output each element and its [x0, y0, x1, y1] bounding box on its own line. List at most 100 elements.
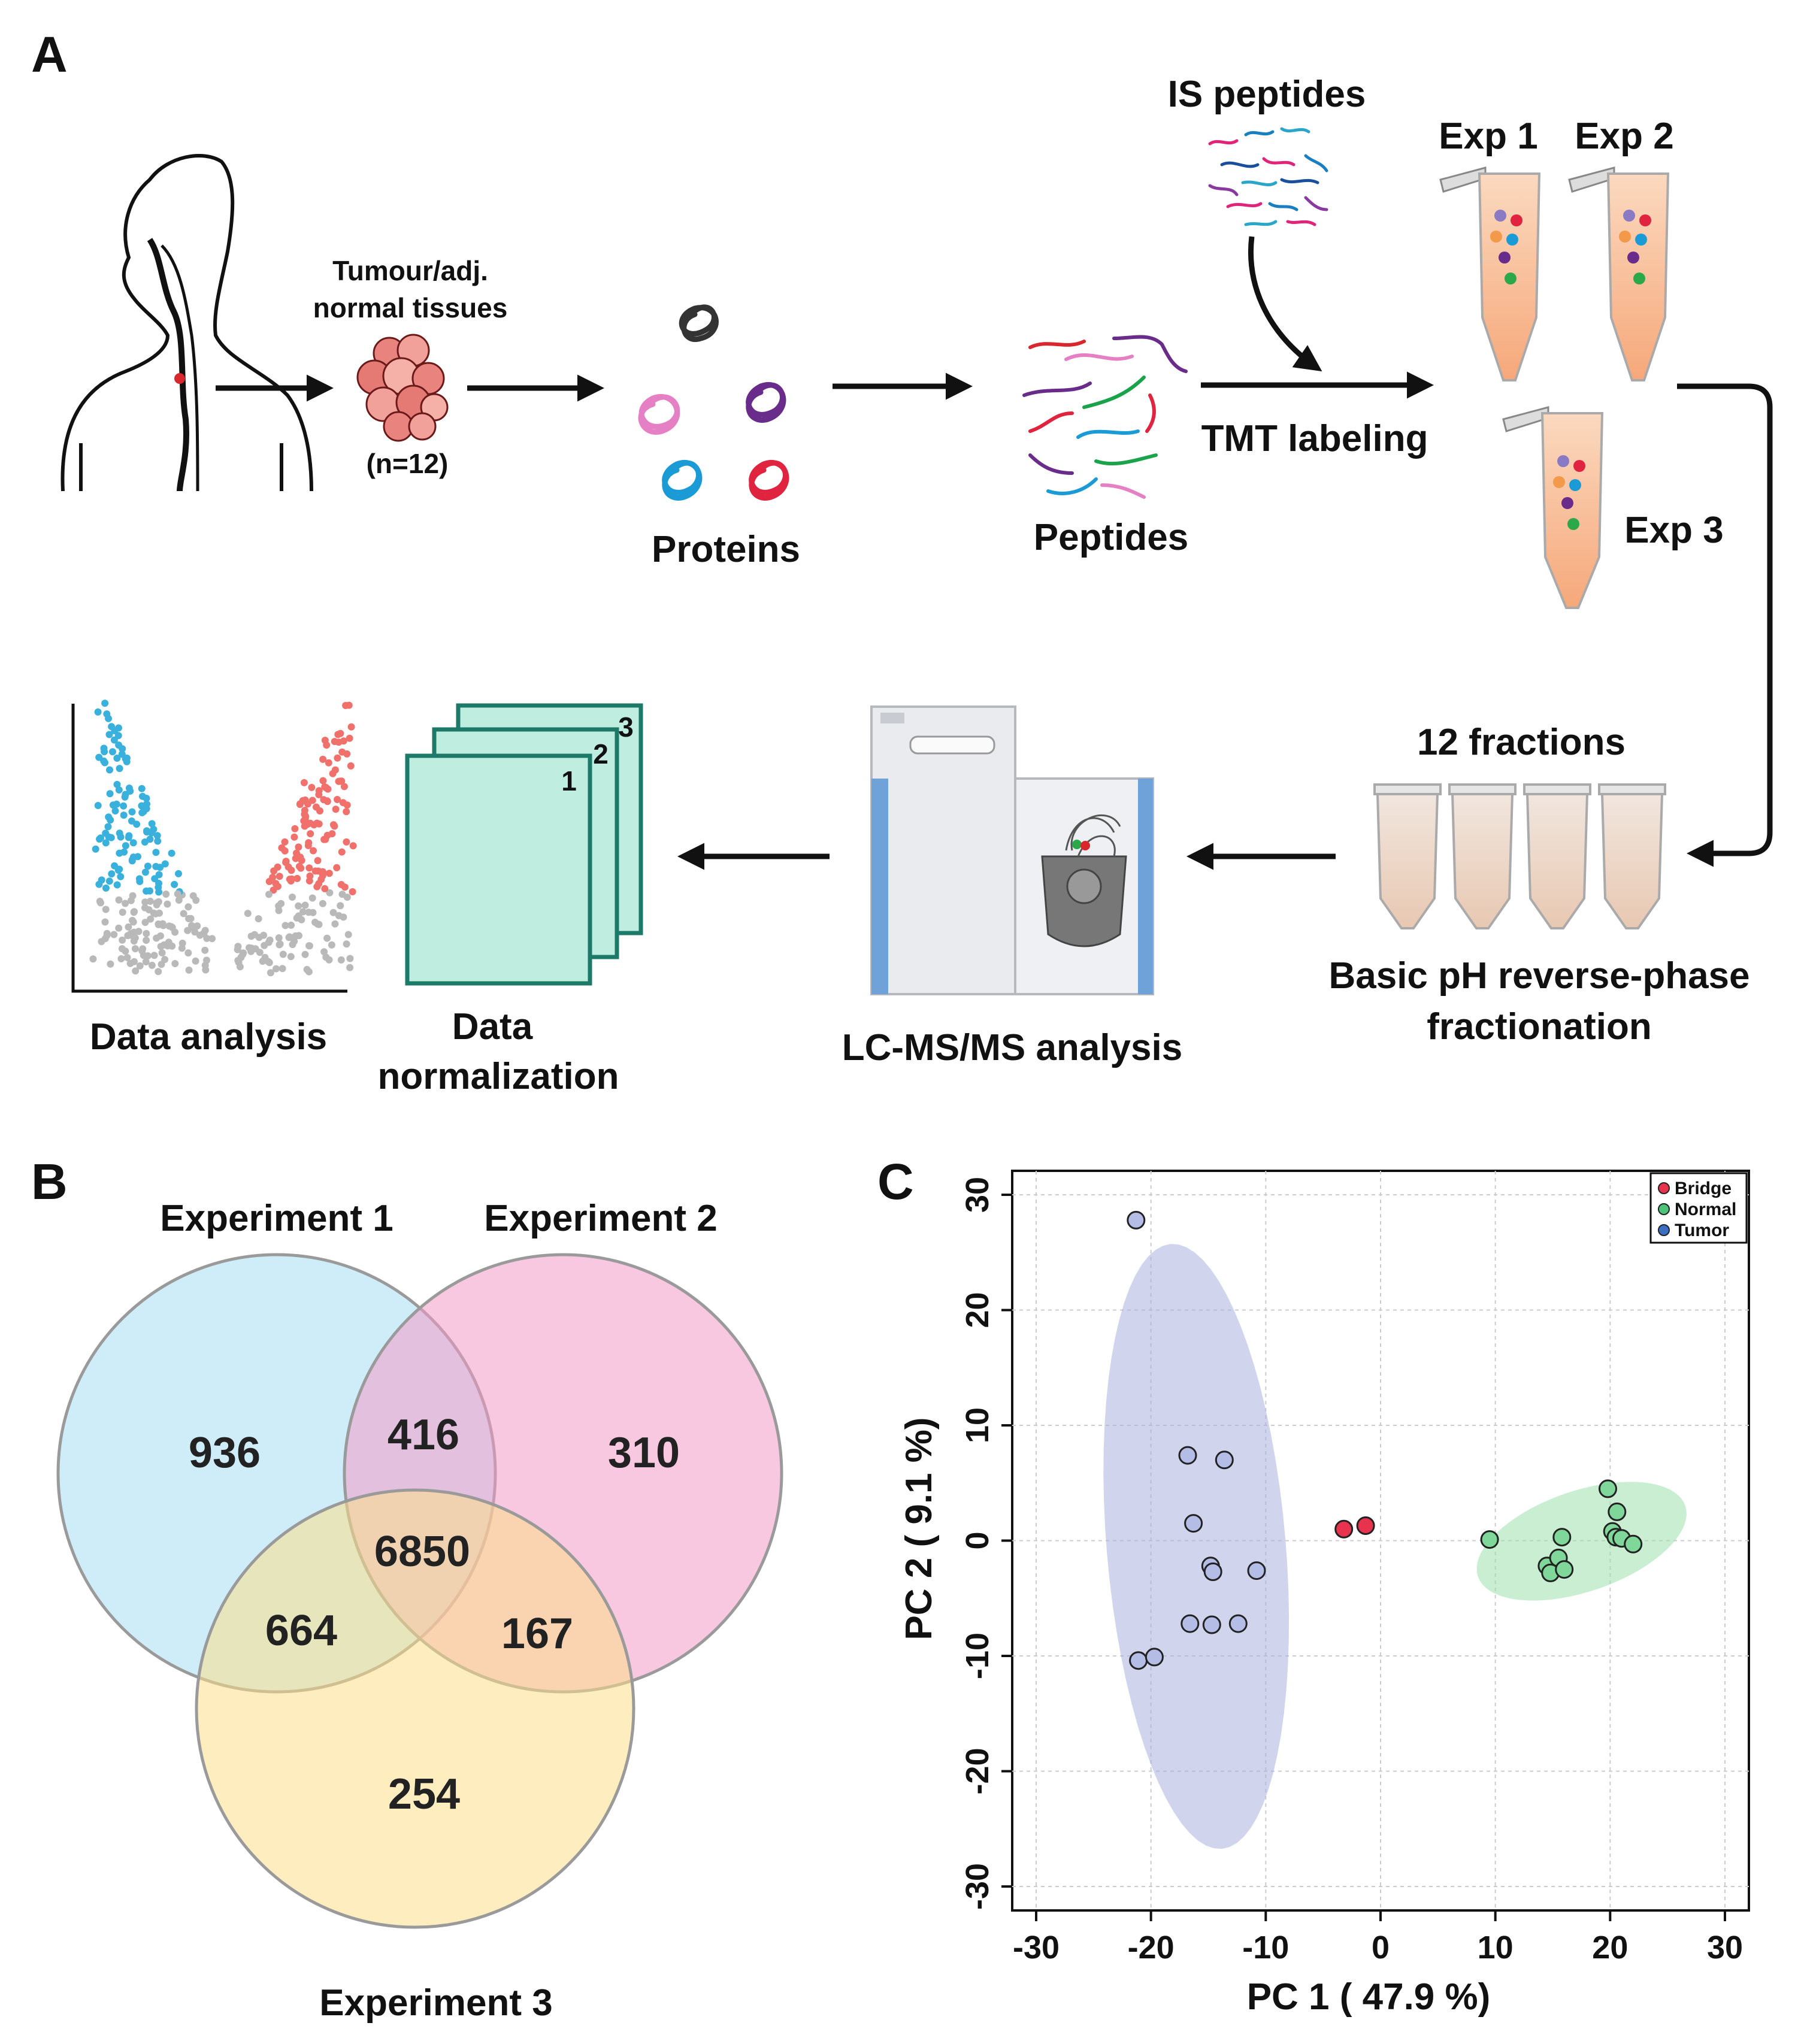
volcano-point: [139, 945, 147, 953]
venn-diagram: [56, 1253, 783, 1929]
volcano-point: [104, 823, 112, 831]
volcano-point: [306, 819, 314, 827]
volcano-point: [332, 806, 340, 813]
volcano-point: [102, 906, 110, 913]
volcano-point: [349, 888, 356, 895]
volcano-point: [180, 910, 187, 917]
volcano-point: [120, 811, 128, 819]
volcano-point: [108, 723, 116, 731]
point-normal: [1555, 1560, 1574, 1579]
volcano-point: [162, 891, 170, 898]
volcano-point: [142, 958, 150, 965]
legend-label-normal: Normal: [1675, 1200, 1736, 1219]
volcano-point: [308, 797, 316, 804]
legend-label-bridge: Bridge: [1675, 1179, 1732, 1198]
volcano-point: [113, 755, 121, 762]
volcano-point: [110, 931, 118, 938]
fractionation-line2: fractionation: [1427, 1006, 1651, 1047]
volcano-point: [138, 785, 146, 792]
volcano-point: [116, 765, 123, 773]
volcano-point: [201, 961, 209, 969]
volcano-point: [152, 849, 160, 856]
x-tick-label: -10: [1242, 1930, 1289, 1966]
point-tumor: [1203, 1562, 1222, 1581]
volcano-point: [319, 872, 326, 880]
volcano-point: [264, 958, 272, 965]
volcano-point: [208, 935, 216, 943]
ellipse-normal: [1476, 1482, 1687, 1601]
volcano-point: [301, 950, 309, 958]
volcano-point: [308, 783, 316, 791]
volcano-point: [109, 748, 116, 756]
ellipse-tumor: [1103, 1244, 1290, 1849]
volcano-point: [115, 786, 123, 794]
point-bridge: [1334, 1519, 1354, 1539]
venn-only-1: 936: [189, 1429, 261, 1477]
arrow-tubes-to-fractions: [1677, 383, 1773, 867]
volcano-point: [136, 962, 144, 970]
volcano-point: [328, 941, 335, 949]
venn-set1-label: Experiment 1: [160, 1198, 393, 1239]
proteins-label: Proteins: [652, 529, 800, 570]
volcano-point: [324, 785, 332, 793]
volcano-point: [189, 923, 196, 931]
is-peptide-cloud-icon: [1208, 127, 1328, 226]
x-tick-label: 10: [1478, 1930, 1514, 1966]
volcano-point: [292, 932, 299, 940]
volcano-point: [335, 912, 343, 919]
y-tick-label: -10: [959, 1633, 995, 1679]
volcano-point: [305, 909, 313, 916]
volcano-point: [108, 870, 116, 878]
point-tumor: [1202, 1615, 1221, 1634]
volcano-point: [334, 796, 341, 803]
volcano-point: [189, 892, 197, 900]
volcano-point: [347, 723, 355, 731]
point-tumor: [1127, 1210, 1146, 1230]
volcano-point: [157, 932, 164, 940]
volcano-point: [168, 849, 175, 857]
volcano-point: [334, 754, 341, 762]
venn-set3-label: Experiment 3: [319, 1982, 552, 2024]
volcano-point: [101, 918, 109, 926]
volcano-point: [125, 923, 132, 931]
volcano-point: [346, 955, 354, 962]
volcano-point: [321, 885, 329, 892]
volcano-point: [349, 842, 357, 850]
point-tumor: [1228, 1614, 1248, 1633]
volcano-point: [329, 909, 337, 916]
volcano-point: [107, 960, 114, 968]
venn-overlap-13: 664: [265, 1607, 337, 1655]
y-tick-label: -20: [959, 1748, 995, 1794]
exp3-label: Exp 3: [1624, 510, 1723, 551]
volcano-point: [128, 817, 135, 825]
volcano-point: [281, 922, 289, 929]
volcano-point: [105, 813, 113, 821]
point-tumor: [1129, 1651, 1148, 1670]
volcano-point: [290, 833, 298, 841]
peptides-label: Peptides: [1034, 517, 1188, 558]
volcano-point: [106, 766, 113, 774]
y-axis-label: PC 2 ( 9.1 %): [898, 1417, 940, 1640]
volcano-point: [304, 841, 312, 849]
x-tick-label: 20: [1592, 1930, 1628, 1966]
tmt-labeling-label: TMT labeling: [1201, 418, 1428, 459]
volcano-point: [345, 701, 353, 709]
legend-marker-tumor: [1658, 1224, 1670, 1236]
volcano-point: [175, 897, 183, 904]
tumour-site-icon: [174, 373, 185, 384]
volcano-point: [114, 732, 122, 740]
volcano-point: [289, 894, 296, 901]
venn-overlap-23: 167: [501, 1610, 573, 1658]
volcano-point: [124, 932, 132, 940]
volcano-point: [301, 796, 309, 804]
volcano-point: [289, 941, 296, 949]
volcano-point: [295, 843, 302, 851]
volcano-point: [333, 864, 341, 871]
volcano-point: [321, 737, 329, 744]
volcano-point: [293, 849, 300, 857]
volcano-point: [125, 834, 132, 841]
volcano-point: [131, 945, 139, 953]
volcano-point: [185, 914, 192, 922]
